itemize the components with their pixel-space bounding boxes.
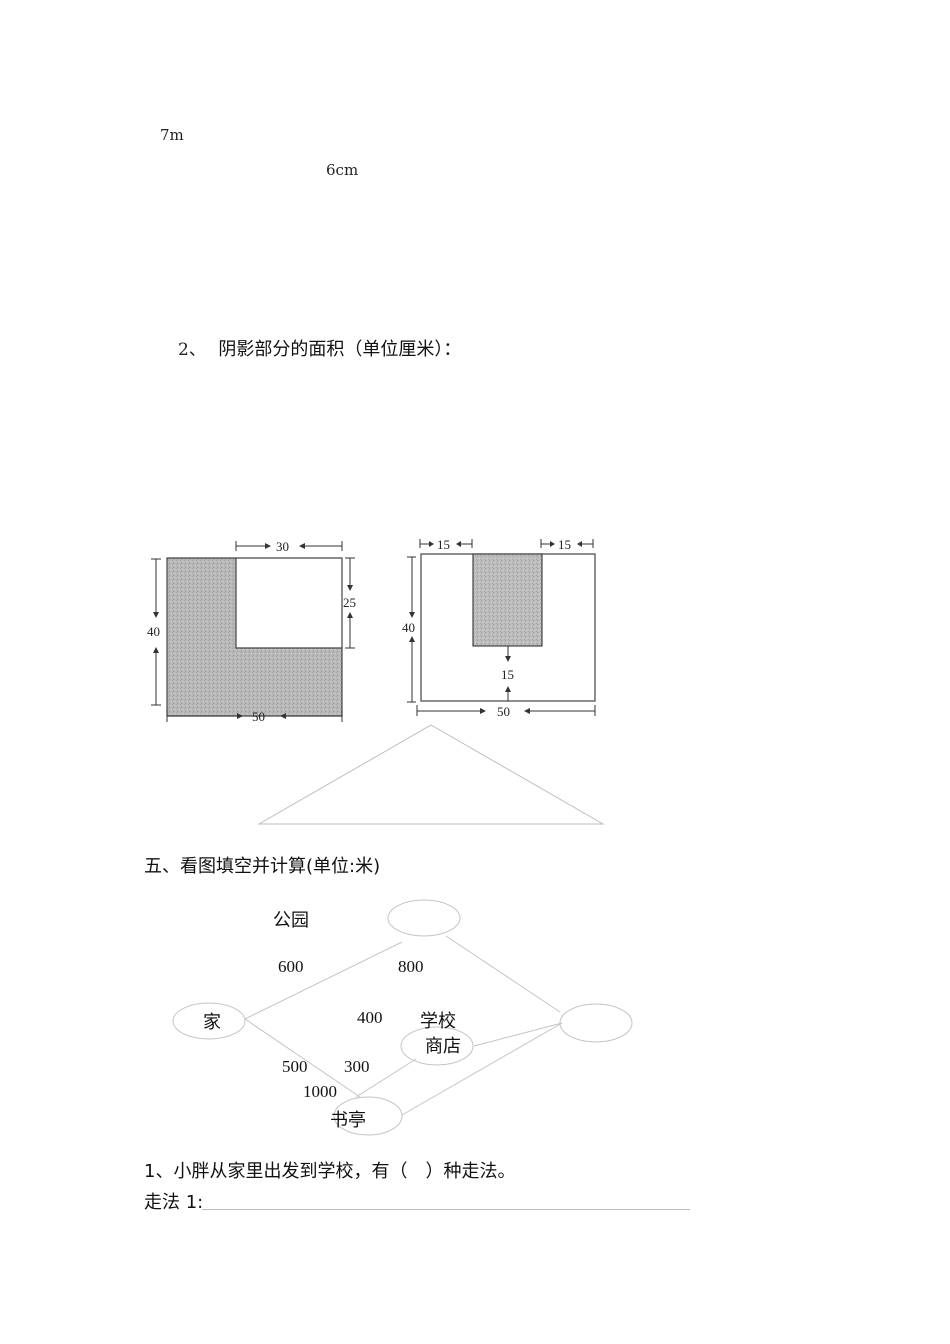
distance-park-school: 800 [398, 957, 424, 976]
dim-bottom-50: 50 [252, 709, 265, 724]
distance-home-park: 600 [278, 957, 304, 976]
route-1-answer-line[interactable] [202, 1209, 690, 1210]
label-kiosk: 书亭 [330, 1110, 366, 1131]
route-1-label: 走法 1: [144, 1192, 204, 1213]
dim-top-30: 30 [276, 539, 289, 554]
distance-kiosk-school: 1000 [303, 1082, 337, 1101]
triangle-shape [257, 724, 605, 825]
node-park-ellipse [387, 899, 461, 937]
dim-left-40: 40 [147, 624, 160, 639]
dim-top-left-15: 15 [437, 537, 450, 552]
label-home: 家 [203, 1012, 221, 1033]
distance-shop-school: 400 [357, 1008, 383, 1027]
label-park: 公园 [273, 910, 309, 931]
dim-inner-15: 15 [501, 667, 514, 682]
section-5-title: 五、看图填空并计算(单位:米) [144, 856, 381, 877]
dimension-label-6cm: 6cm [326, 161, 359, 179]
question-number: 2、 [178, 340, 206, 360]
label-shop: 商店 [425, 1036, 461, 1057]
dim-bottom-50: 50 [497, 704, 510, 719]
dim-top-right-15: 15 [558, 537, 571, 552]
dim-right-25: 25 [343, 595, 356, 610]
shaded-figure-right: 15 15 40 15 50 [400, 532, 610, 722]
dimension-label-7m: 7m [160, 126, 184, 144]
dim-left-40: 40 [402, 620, 415, 635]
shaded-figure-left-drawing: 30 25 40 50 [147, 539, 356, 724]
node-school-ellipse [559, 1003, 633, 1043]
question-1-text: 1、小胖从家里出发到学校，有（ ）种走法。 [144, 1161, 516, 1182]
label-school: 学校 [420, 1011, 456, 1032]
route-map-nodes [172, 899, 633, 1136]
shaded-figure-left: 30 25 40 50 [145, 535, 370, 725]
question-title: 阴影部分的面积（单位厘米）： [218, 339, 462, 360]
question-2-heading: 2、 阴影部分的面积（单位厘米）： [178, 335, 461, 361]
distance-home-kiosk: 500 [282, 1057, 308, 1076]
distance-kiosk-shop: 300 [344, 1057, 370, 1076]
shaded-figure-right-drawing: 15 15 40 15 50 [402, 537, 596, 719]
